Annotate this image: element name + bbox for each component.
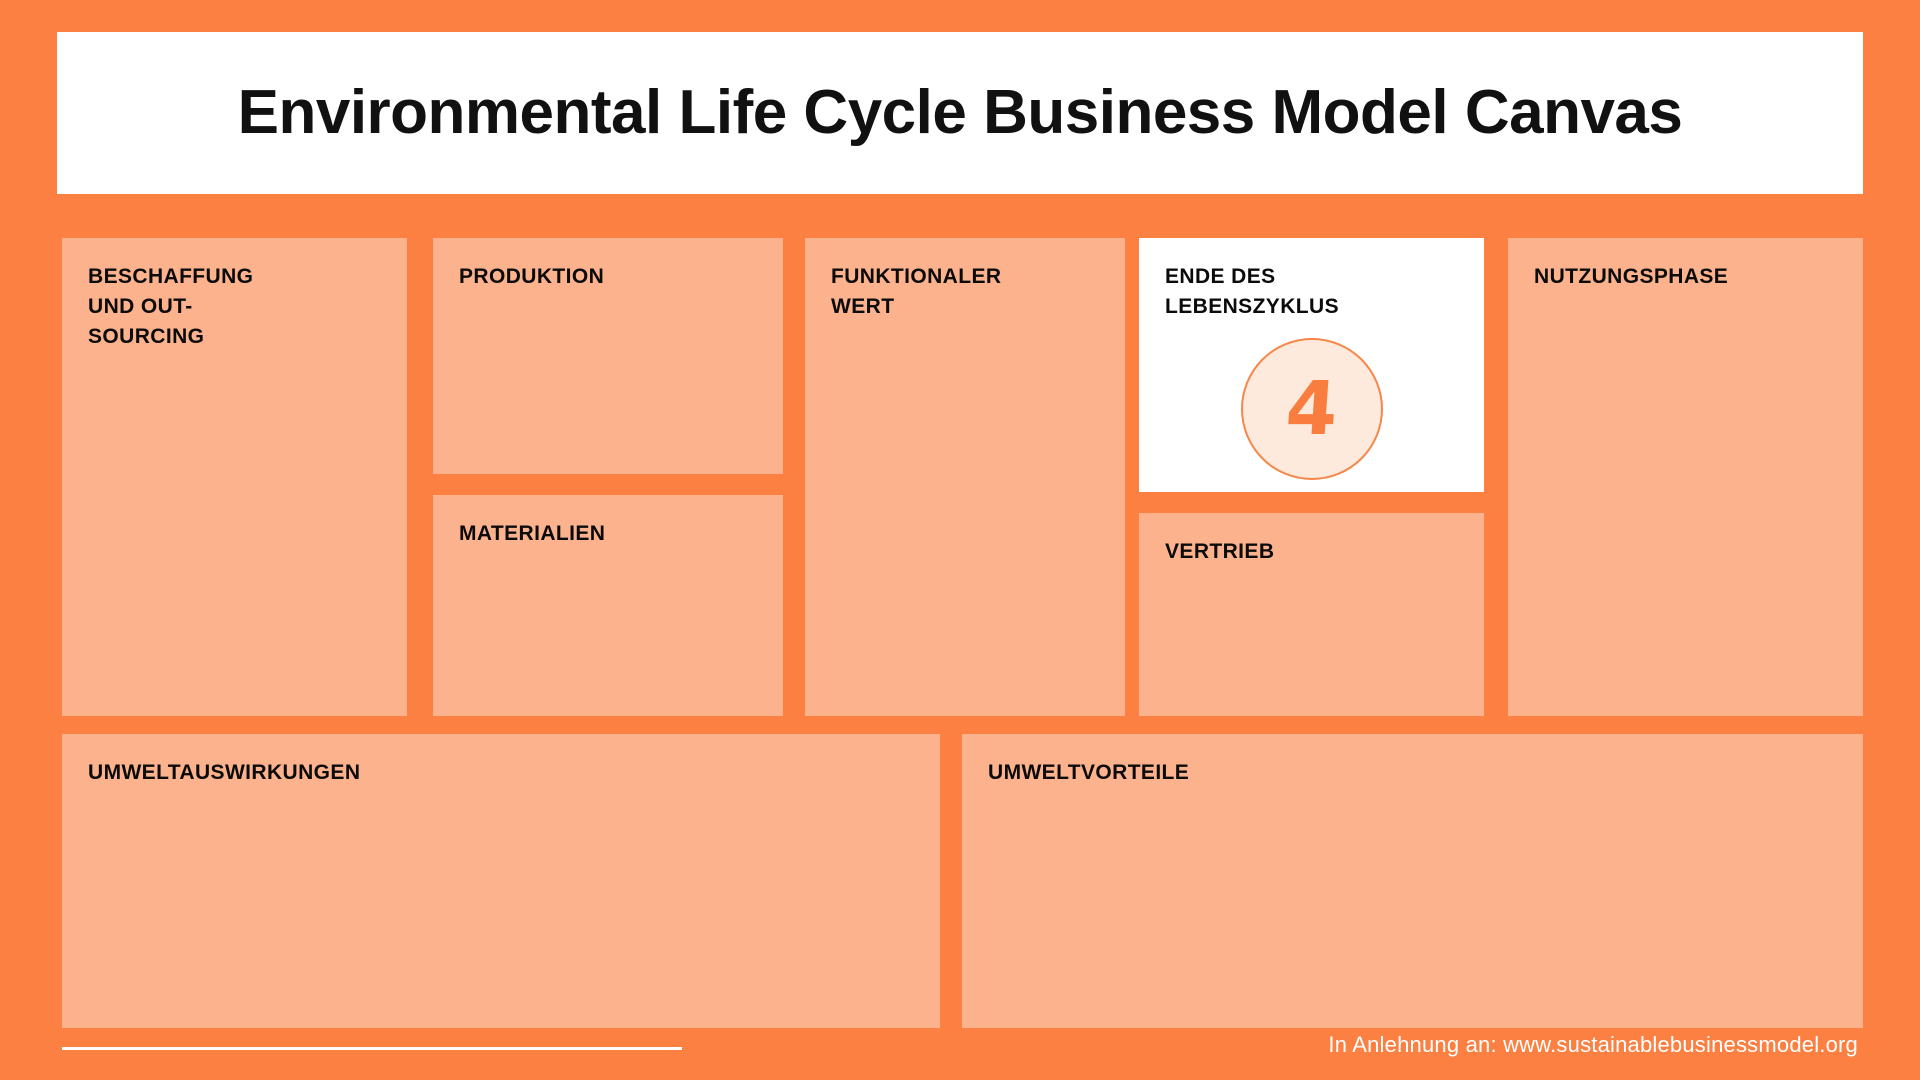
block-label-produktion: PRODUKTION bbox=[459, 265, 605, 288]
block-ende-des-lebenszyklus[interactable]: ENDE DES LEBENSZYKLUS 4 bbox=[1139, 238, 1484, 492]
title-bar: Environmental Life Cycle Business Model … bbox=[57, 32, 1863, 194]
block-beschaffung-und-outsourcing[interactable]: BESCHAFFUNG UND OUT- SOURCING bbox=[62, 238, 407, 716]
block-label-ende-des-lebenszyklus: ENDE DES LEBENSZYKLUS bbox=[1165, 265, 1339, 318]
block-umweltvorteile[interactable]: UMWELTVORTEILE bbox=[962, 734, 1863, 1028]
block-umweltauswirkungen[interactable]: UMWELTAUSWIRKUNGEN bbox=[62, 734, 940, 1028]
step-number-label: 4 bbox=[1282, 366, 1341, 452]
block-label-umweltvorteile: UMWELTVORTEILE bbox=[988, 761, 1190, 784]
block-label-vertrieb: VERTRIEB bbox=[1165, 540, 1275, 563]
footer-divider-rule bbox=[62, 1047, 682, 1050]
block-materialien[interactable]: MATERIALIEN bbox=[433, 495, 783, 716]
block-label-umweltauswirkungen: UMWELTAUSWIRKUNGEN bbox=[88, 761, 361, 784]
block-produktion[interactable]: PRODUKTION bbox=[433, 238, 783, 474]
block-funktionaler-wert[interactable]: FUNKTIONALER WERT bbox=[805, 238, 1125, 716]
step-badge-circle: 4 bbox=[1240, 338, 1383, 480]
block-vertrieb[interactable]: VERTRIEB bbox=[1139, 513, 1484, 716]
block-label-funktionaler-wert: FUNKTIONALER WERT bbox=[831, 265, 1002, 318]
block-label-nutzungsphase: NUTZUNGSPHASE bbox=[1534, 265, 1729, 288]
footer-attribution: In Anlehnung an: www.sustainablebusiness… bbox=[1328, 1032, 1858, 1057]
block-label-beschaffung: BESCHAFFUNG UND OUT- SOURCING bbox=[88, 265, 254, 348]
page-title: Environmental Life Cycle Business Model … bbox=[237, 78, 1683, 147]
block-label-materialien: MATERIALIEN bbox=[459, 522, 606, 545]
block-nutzungsphase[interactable]: NUTZUNGSPHASE bbox=[1508, 238, 1863, 716]
